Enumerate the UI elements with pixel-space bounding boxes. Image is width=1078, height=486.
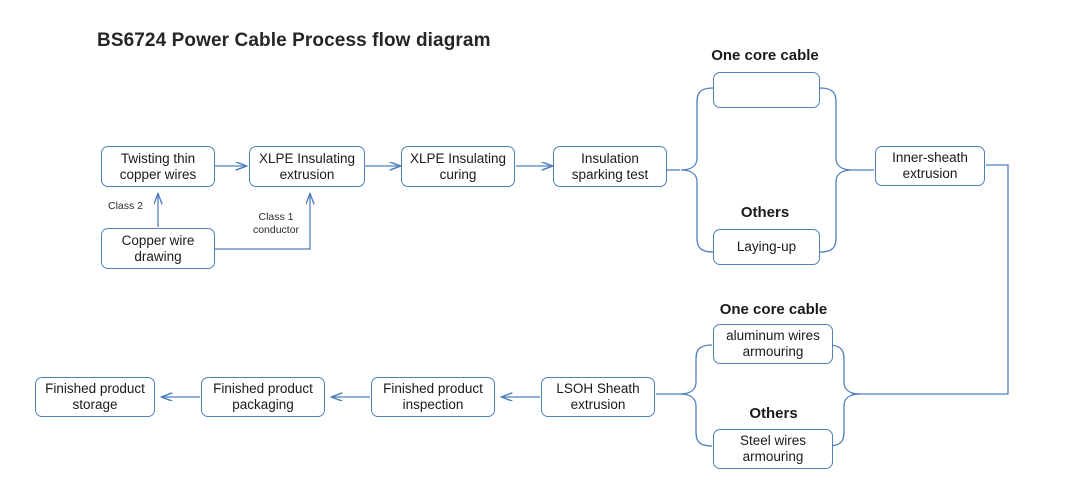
node-label: Insulation sparking test	[571, 150, 649, 182]
node-finished-product-inspection[interactable]: Finished product inspection	[371, 377, 495, 417]
edge-inner-sheath-to-bottom	[852, 164, 1009, 395]
node-finished-product-storage[interactable]: Finished product storage	[35, 377, 155, 417]
brace-bottom-open	[679, 344, 713, 447]
edge-label-class-1-conductor: Class 1 conductor	[238, 211, 314, 237]
branch-heading-top-one-core: One core cable	[711, 47, 819, 64]
node-twisting-thin-copper-wires[interactable]: Twisting thin copper wires	[101, 146, 215, 187]
node-inner-sheath-extrusion[interactable]: Inner-sheath extrusion	[875, 146, 985, 186]
node-insulation-sparking-test[interactable]: Insulation sparking test	[553, 146, 667, 187]
node-label: Finished product packaging	[213, 381, 313, 412]
node-lsoh-sheath-extrusion[interactable]: LSOH Sheath extrusion	[541, 377, 655, 417]
node-label: Twisting thin copper wires	[119, 150, 197, 182]
node-label: Inner-sheath extrusion	[892, 150, 968, 181]
node-label: Laying-up	[736, 239, 797, 254]
node-laying-up[interactable]: Laying-up	[713, 229, 820, 265]
node-label: XLPE Insulating extrusion	[258, 150, 356, 182]
node-label: Finished product inspection	[383, 381, 483, 412]
node-label: Steel wires armouring	[739, 433, 807, 464]
branch-heading-bottom-one-core: One core cable	[719, 301, 828, 318]
node-aluminum-wires-armouring[interactable]: aluminum wires armouring	[713, 324, 833, 364]
branch-heading-bottom-others: Others	[749, 405, 798, 422]
branch-heading-top-others: Others	[740, 204, 790, 221]
page-title: BS6724 Power Cable Process flow diagram	[97, 30, 491, 51]
brace-top-open	[680, 87, 714, 253]
edge-copper-to-extrusion	[214, 194, 310, 250]
node-xlpe-insulating-curing[interactable]: XLPE Insulating curing	[401, 146, 515, 187]
edge-label-class-2: Class 2	[108, 200, 144, 212]
node-top-pass-through[interactable]	[713, 72, 820, 108]
node-copper-wire-drawing[interactable]: Copper wire drawing	[101, 228, 215, 269]
edge-label-line-1: Class 1	[258, 211, 294, 223]
node-label: Finished product storage	[45, 381, 145, 412]
node-finished-product-packaging[interactable]: Finished product packaging	[201, 377, 325, 417]
brace-bottom-close	[827, 344, 861, 447]
node-xlpe-insulating-extrusion[interactable]: XLPE Insulating extrusion	[249, 146, 365, 187]
node-steel-wires-armouring[interactable]: Steel wires armouring	[713, 429, 833, 469]
node-label: XLPE Insulating curing	[409, 150, 507, 182]
node-label: aluminum wires armouring	[726, 328, 820, 359]
brace-top-close	[819, 87, 853, 253]
edge-label-line-2: conductor	[252, 224, 300, 236]
node-label: Copper wire drawing	[121, 232, 195, 264]
node-label: LSOH Sheath extrusion	[556, 381, 640, 412]
